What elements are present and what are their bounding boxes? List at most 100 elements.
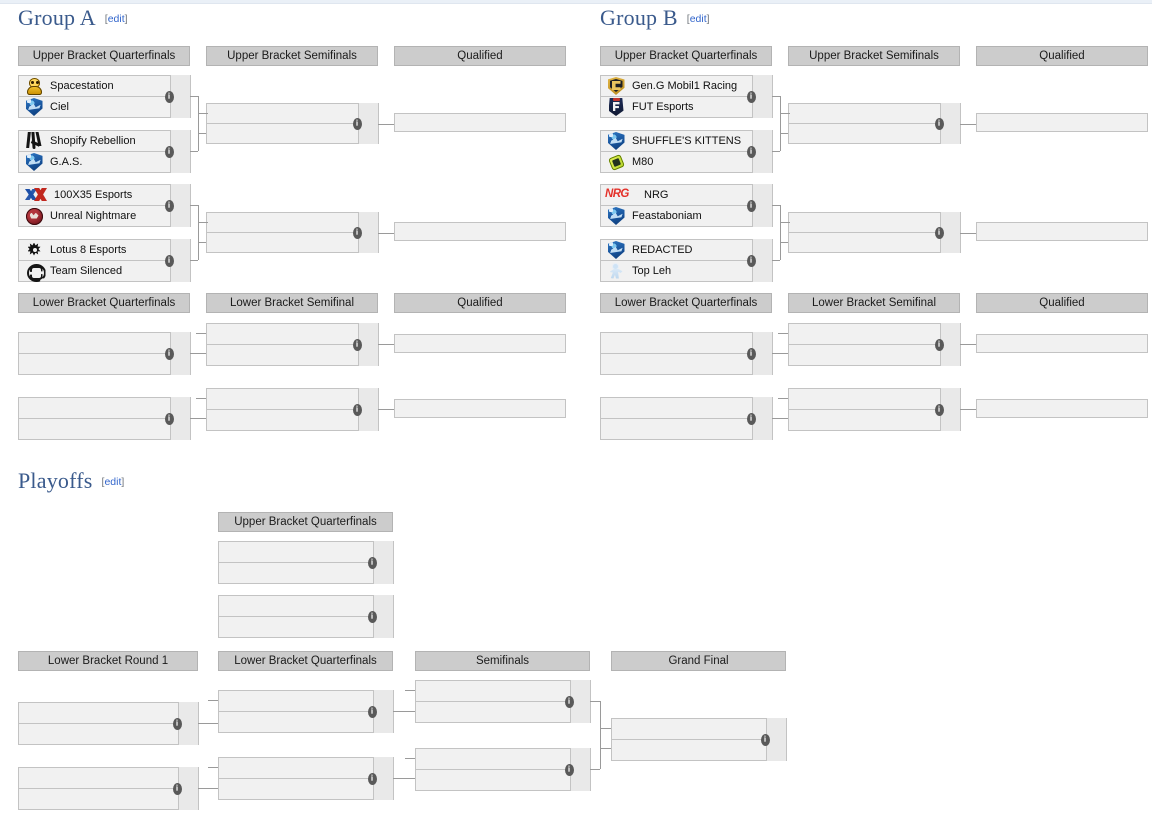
match-row[interactable]	[601, 419, 771, 439]
match-info-icon[interactable]: i	[746, 145, 756, 158]
match-row[interactable]	[207, 345, 377, 365]
match-row[interactable]	[395, 114, 565, 131]
match-lb-sf-2[interactable]	[788, 388, 961, 431]
qualified-lower-slot-2[interactable]	[976, 399, 1148, 418]
match-row[interactable]: Shopify Rebellion	[19, 131, 189, 152]
match-playoffs-lbr1-2[interactable]	[18, 767, 199, 810]
match-lb-sf-1[interactable]	[206, 323, 379, 366]
match-row[interactable]: REDACTED	[601, 240, 771, 261]
match-info-icon[interactable]: i	[352, 403, 362, 416]
match-row[interactable]: Team Silenced	[19, 261, 189, 281]
match-row[interactable]	[207, 104, 377, 124]
match-info-icon[interactable]: i	[367, 705, 377, 718]
match-info-icon[interactable]: i	[934, 226, 944, 239]
match-info-icon[interactable]: i	[564, 763, 574, 776]
qualified-slot-1[interactable]	[394, 113, 566, 132]
match-lb-qf-2[interactable]	[18, 397, 191, 440]
match-row[interactable]	[207, 389, 377, 410]
edit-link[interactable]: [edit]	[101, 476, 125, 488]
match-info-icon[interactable]: i	[164, 347, 174, 360]
match-row[interactable]	[19, 789, 197, 809]
match-info-icon[interactable]: i	[164, 254, 174, 267]
match-lb-sf-2[interactable]	[206, 388, 379, 431]
match-row[interactable]	[219, 617, 392, 637]
match-lb-sf-1[interactable]	[788, 323, 961, 366]
match-playoffs-lbqf-2[interactable]	[218, 757, 394, 800]
edit-link[interactable]: [edit]	[686, 13, 710, 25]
edit-link-text[interactable]: edit	[104, 476, 122, 488]
match-row[interactable]	[977, 223, 1147, 240]
match-row[interactable]	[416, 770, 589, 790]
match-lb-qf-1[interactable]	[18, 332, 191, 375]
match-row[interactable]	[416, 702, 589, 722]
qualified-slot-2[interactable]	[976, 222, 1148, 241]
match-row[interactable]	[19, 333, 189, 354]
match-row[interactable]	[207, 324, 377, 345]
edit-link-text[interactable]: edit	[689, 13, 707, 25]
match-row[interactable]: M80	[601, 152, 771, 172]
match-ub-sf-1[interactable]	[206, 103, 379, 144]
match-row[interactable]: Unreal Nightmare	[19, 206, 189, 226]
match-row[interactable]	[789, 389, 959, 410]
match-playoffs-semifinal-2[interactable]	[415, 748, 591, 791]
match-info-icon[interactable]: i	[934, 338, 944, 351]
match-row[interactable]	[601, 333, 771, 354]
match-info-icon[interactable]: i	[164, 199, 174, 212]
match-playoffs-lbqf-1[interactable]	[218, 690, 394, 733]
match-row[interactable]	[789, 345, 959, 365]
edit-link[interactable]: [edit]	[104, 13, 128, 25]
match-row[interactable]	[789, 104, 959, 124]
match-row[interactable]	[19, 398, 189, 419]
match-row[interactable]	[219, 542, 392, 563]
match-row[interactable]: Top Leh	[601, 261, 771, 281]
qualified-lower-slot-2[interactable]	[394, 399, 566, 418]
match-row[interactable]: FUT Esports	[601, 97, 771, 117]
match-info-icon[interactable]: i	[352, 226, 362, 239]
match-info-icon[interactable]: i	[352, 338, 362, 351]
match-row[interactable]: SHUFFLE'S KITTENS	[601, 131, 771, 152]
match-row[interactable]	[601, 398, 771, 419]
match-row[interactable]	[789, 233, 959, 252]
match-info-icon[interactable]: i	[164, 412, 174, 425]
match-row[interactable]	[395, 400, 565, 417]
qualified-slot-1[interactable]	[976, 113, 1148, 132]
match-grand-final[interactable]	[611, 718, 787, 761]
match-row[interactable]: Lotus 8 Esports	[19, 240, 189, 261]
match-row[interactable]	[219, 779, 392, 799]
match-row[interactable]	[19, 354, 189, 374]
qualified-slot-2[interactable]	[394, 222, 566, 241]
match-playoffs-semifinal-1[interactable]	[415, 680, 591, 723]
match-playoffs-lbr1-1[interactable]	[18, 702, 199, 745]
match-row[interactable]: Ciel	[19, 97, 189, 117]
match-row[interactable]	[601, 354, 771, 374]
match-info-icon[interactable]: i	[367, 610, 377, 623]
match-info-icon[interactable]: i	[934, 117, 944, 130]
match-ub-sf-1[interactable]	[788, 103, 961, 144]
match-row[interactable]	[977, 335, 1147, 352]
match-row[interactable]	[219, 712, 392, 732]
match-lb-qf-1[interactable]	[600, 332, 773, 375]
match-info-icon[interactable]: i	[746, 254, 756, 267]
match-row[interactable]	[207, 410, 377, 430]
match-row[interactable]	[207, 213, 377, 233]
match-row[interactable]	[19, 724, 197, 744]
match-row[interactable]	[789, 410, 959, 430]
match-info-icon[interactable]: i	[172, 717, 182, 730]
match-info-icon[interactable]: i	[164, 90, 174, 103]
match-row[interactable]	[19, 768, 197, 789]
match-row[interactable]	[19, 419, 189, 439]
match-info-icon[interactable]: i	[746, 412, 756, 425]
match-info-icon[interactable]: i	[164, 145, 174, 158]
match-row[interactable]	[977, 400, 1147, 417]
match-row[interactable]	[789, 324, 959, 345]
match-row[interactable]	[207, 233, 377, 252]
match-row[interactable]: Spacestation	[19, 76, 189, 97]
match-info-icon[interactable]: i	[934, 403, 944, 416]
match-ub-sf-2[interactable]	[206, 212, 379, 253]
